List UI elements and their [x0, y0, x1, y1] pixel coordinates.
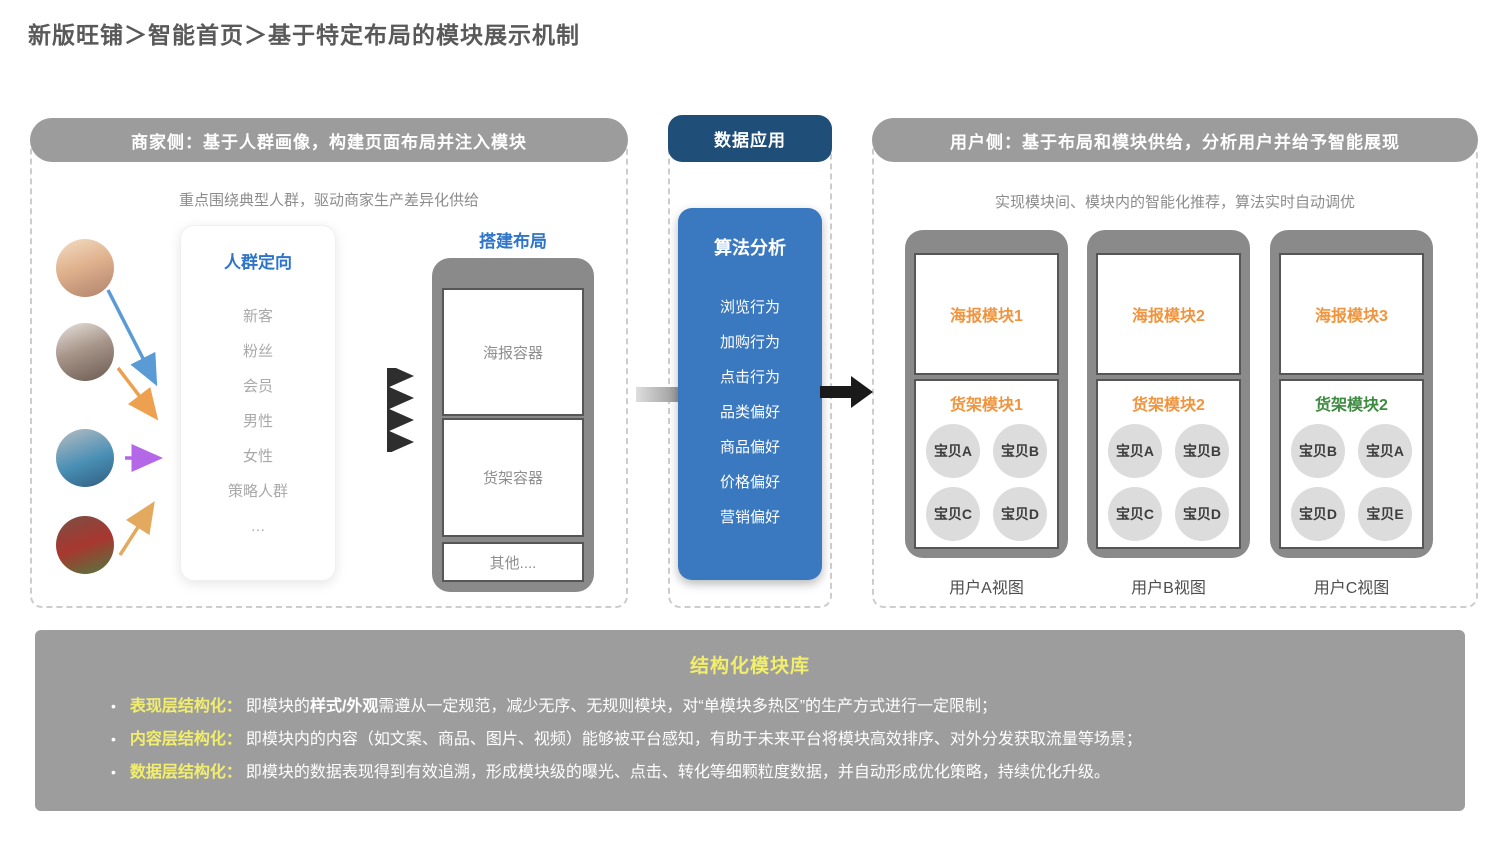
product-circle: 宝贝D	[993, 487, 1047, 541]
audience-item-ellipsis: …	[250, 518, 266, 535]
bullet-text: 即模块内的内容（如文案、商品、图片、视频）能够被平台感知，有助于未来平台将模块高…	[245, 731, 1142, 748]
avatar-sneakers-man-photo	[56, 516, 114, 574]
user-panel-header: 用户侧：基于布局和模块供给，分析用户并给予智能展现	[872, 118, 1478, 162]
product-circle: 宝贝A	[926, 424, 980, 478]
bullet-dot-icon: •	[111, 698, 116, 714]
product-grid: 宝贝A 宝贝B 宝贝C 宝贝D	[926, 424, 1047, 541]
user-a-phone-mockup: 海报模块1 货架模块1 宝贝A 宝贝B 宝贝C 宝贝D	[905, 230, 1068, 558]
avatar-arrows	[106, 289, 163, 556]
output-black-arrow-icon	[820, 376, 873, 408]
other-container-slot: 其他....	[442, 542, 584, 582]
bullet-text-bold: 样式/外观	[309, 698, 379, 715]
shelf-module: 货架模块1 宝贝A 宝贝B 宝贝C 宝贝D	[914, 379, 1059, 549]
merchant-panel-subtitle: 重点围绕典型人群，驱动商家生产差异化供给	[178, 192, 479, 209]
product-circle: 宝贝B	[993, 424, 1047, 478]
data-panel-header: 数据应用	[668, 115, 832, 162]
audience-item: 会员	[242, 378, 273, 395]
user-c-view-caption: 用户C视图	[1313, 580, 1390, 597]
algorithm-list: 浏览行为 加购行为 点击行为 品类偏好 商品偏好 价格偏好 营销偏好	[678, 290, 822, 535]
library-bullet-list: • 表现层结构化：即模块的样式/外观需遵从一定规范，减少无序、无规则模块，对“单模…	[111, 690, 1465, 789]
blue-arrow-icon	[106, 289, 158, 387]
user-b-phone-mockup: 海报模块2 货架模块2 宝贝A 宝贝B 宝贝C 宝贝D	[1087, 230, 1250, 558]
product-circle: 宝贝D	[1291, 487, 1345, 541]
product-circle: 宝贝D	[1175, 487, 1229, 541]
library-bullet: • 表现层结构化：即模块的样式/外观需遵从一定规范，减少无序、无规则模块，对“单模…	[111, 690, 1465, 723]
injection-arrows	[364, 368, 414, 452]
avatar-man-cap-photo	[56, 429, 114, 487]
product-circle: 宝贝B	[1291, 424, 1345, 478]
audience-item: 新客	[242, 308, 273, 325]
product-grid: 宝贝B 宝贝A 宝贝D 宝贝E	[1291, 424, 1412, 541]
poster-container-slot: 海报容器	[442, 288, 584, 416]
avatar-runner-photo	[56, 239, 114, 297]
product-circle: 宝贝A	[1358, 424, 1412, 478]
audience-item: 男性	[242, 413, 273, 430]
library-bullet: • 数据层结构化：即模块的数据表现得到有效追溯，形成模块级的曝光、点击、转化等细颗…	[111, 756, 1465, 789]
audience-item: 策略人群	[227, 483, 288, 500]
bullet-dot-icon: •	[111, 764, 116, 780]
product-circle: 宝贝B	[1175, 424, 1229, 478]
product-grid: 宝贝A 宝贝B 宝贝C 宝贝D	[1108, 424, 1229, 541]
product-circle: 宝贝E	[1358, 487, 1412, 541]
bullet-lead: 内容层结构化：	[129, 731, 242, 748]
algorithm-item: 商品偏好	[719, 439, 780, 456]
bullet-text: 即模块的数据表现得到有效追溯，形成模块级的曝光、点击、转化等细颗粒度数据，并自动…	[245, 764, 1110, 781]
shelf-module-title: 货架模块2	[1132, 397, 1205, 414]
algorithm-item: 加购行为	[719, 334, 780, 351]
library-title: 结构化模块库	[689, 656, 810, 677]
shelf-container-slot: 货架容器	[442, 418, 584, 537]
bullet-dot-icon: •	[111, 731, 116, 747]
algorithm-analysis-card: 算法分析 浏览行为 加购行为 点击行为 品类偏好 商品偏好 价格偏好 营销偏好	[678, 208, 822, 580]
shelf-module-title: 货架模块2	[1315, 397, 1388, 414]
audience-item: 女性	[242, 448, 273, 465]
audience-list: 新客 粉丝 会员 男性 女性 策略人群 …	[181, 299, 335, 544]
algorithm-item: 浏览行为	[719, 299, 780, 316]
algorithm-item: 点击行为	[719, 369, 780, 386]
orange-arrow-icon	[116, 366, 159, 421]
page-title: 新版旺铺＞智能首页＞基于特定布局的模块展示机制	[28, 22, 580, 48]
product-circle: 宝贝C	[1108, 487, 1162, 541]
user-a-view-caption: 用户A视图	[949, 580, 1024, 597]
merchant-panel-header: 商家侧：基于人群画像，构建页面布局并注入模块	[30, 118, 628, 162]
algorithm-card-title: 算法分析	[714, 238, 786, 258]
user-c-phone-mockup: 海报模块3 货架模块2 宝贝B 宝贝A 宝贝D 宝贝E	[1270, 230, 1433, 558]
user-b-view-caption: 用户B视图	[1131, 580, 1206, 597]
shelf-module-title: 货架模块1	[950, 397, 1023, 414]
bullet-lead: 表现层结构化：	[129, 698, 242, 715]
build-layout-title: 搭建布局	[479, 232, 547, 251]
algorithm-item: 价格偏好	[719, 474, 780, 491]
product-circle: 宝贝C	[926, 487, 980, 541]
structured-module-library-panel: 结构化模块库 • 表现层结构化：即模块的样式/外观需遵从一定规范，减少无序、无规则…	[35, 630, 1465, 811]
shelf-module: 货架模块2 宝贝B 宝贝A 宝贝D 宝贝E	[1279, 379, 1424, 549]
audience-targeting-card: 人群定向 新客 粉丝 会员 男性 女性 策略人群 …	[180, 225, 336, 581]
audience-card-title: 人群定向	[224, 253, 292, 272]
bullet-text: 需遵从一定规范，减少无序、无规则模块，对“单模块多热区”的生产方式进行一定限制；	[378, 698, 998, 715]
orange-up-arrow-icon	[118, 501, 155, 556]
feed-in-bar-icon	[636, 387, 678, 402]
bullet-lead: 数据层结构化：	[129, 764, 242, 781]
library-bullet: • 内容层结构化：即模块内的内容（如文案、商品、图片、视频）能够被平台感知，有助于…	[111, 723, 1465, 756]
user-panel-subtitle: 实现模块间、模块内的智能化推荐，算法实时自动调优	[994, 194, 1355, 211]
algorithm-item: 品类偏好	[719, 404, 780, 421]
layout-phone-mockup: 海报容器 货架容器 其他....	[432, 258, 594, 592]
bullet-text: 即模块的	[245, 698, 310, 715]
audience-item: 粉丝	[242, 343, 273, 360]
algorithm-item: 营销偏好	[719, 509, 780, 526]
shelf-module: 货架模块2 宝贝A 宝贝B 宝贝C 宝贝D	[1096, 379, 1241, 549]
poster-module: 海报模块3	[1279, 253, 1424, 375]
poster-module: 海报模块2	[1096, 253, 1241, 375]
product-circle: 宝贝A	[1108, 424, 1162, 478]
avatar-woman-bob-photo	[56, 323, 114, 381]
poster-module: 海报模块1	[914, 253, 1059, 375]
